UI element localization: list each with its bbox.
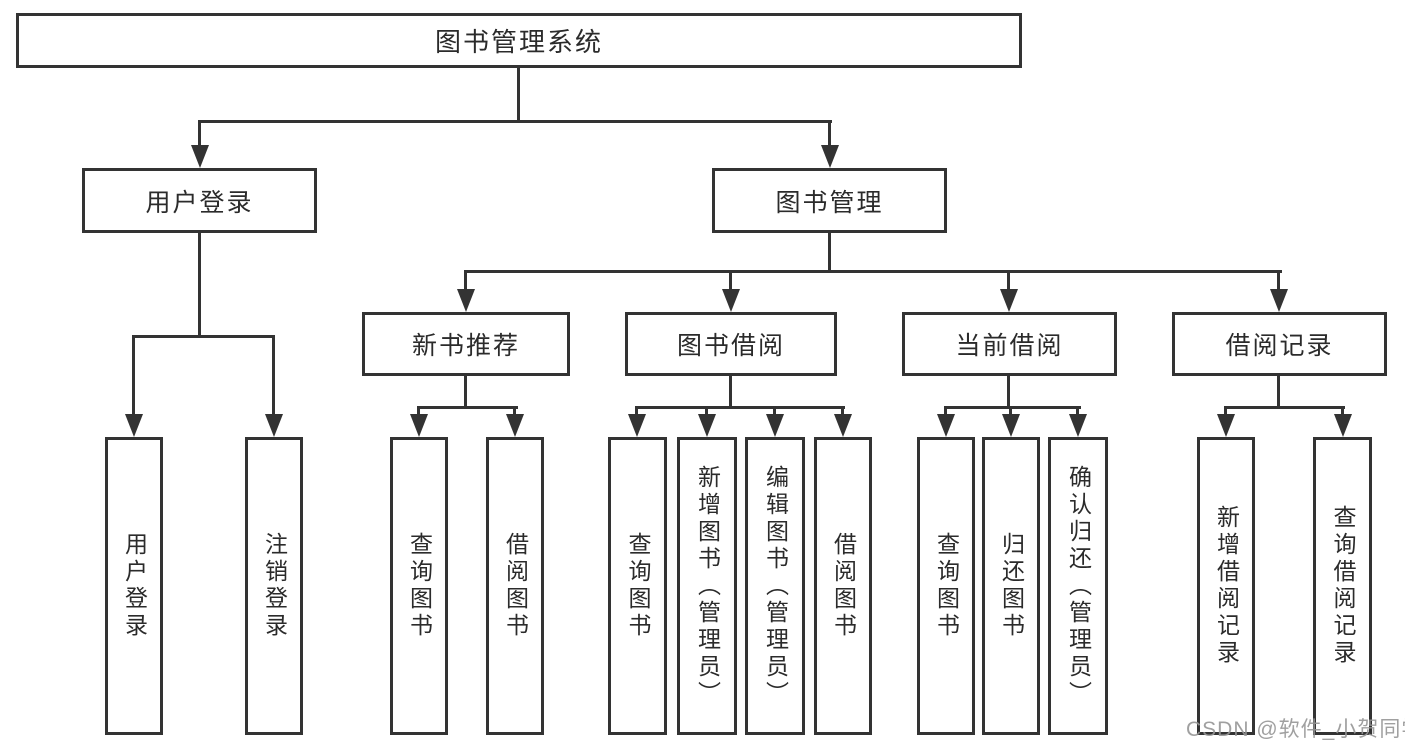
connector-recommend-rail (417, 406, 518, 409)
leaf-query-books-recommend: 查询图书 (390, 437, 448, 735)
leaf-borrow-books-borrow: 借阅图书 (814, 437, 872, 735)
connector-currentborrow-rail (944, 406, 1081, 409)
arrow-down (698, 414, 716, 437)
node-label: 图书借阅 (676, 332, 785, 360)
connector-drop (841, 406, 844, 416)
connector-drop (1224, 406, 1227, 416)
node-label: 新书推荐 (411, 332, 520, 360)
connector-drop-user-login (198, 120, 201, 148)
leaf-add-book-admin: 新增图书（管理员） (677, 437, 737, 735)
leaf-query-borrow-record: 查询借阅记录 (1313, 437, 1372, 735)
arrow-down (1334, 414, 1352, 437)
leaf-borrow-books-recommend: 借阅图书 (486, 437, 544, 735)
leaf-label: 用户登录 (121, 532, 148, 640)
watermark-text: CSDN @软件_小贺同学 (1186, 718, 1405, 741)
connector-userlogin-rail (132, 335, 275, 338)
arrow-down (506, 414, 524, 437)
connector-drop-leaf-user-login (132, 335, 135, 417)
connector-records-rail (1224, 406, 1345, 409)
connector-root-stem (517, 68, 520, 120)
arrow-down (457, 289, 475, 312)
connector-drop (513, 406, 516, 416)
arrow-down (1000, 289, 1018, 312)
leaf-label: 确认归还（管理员） (1065, 464, 1092, 708)
node-label: 图书管理系统 (434, 27, 603, 57)
connector-drop (1009, 406, 1012, 416)
leaf-label: 查询借阅记录 (1330, 505, 1356, 667)
connector-drop (1341, 406, 1344, 416)
leaf-label: 归还图书 (998, 532, 1025, 640)
leaf-edit-book-admin: 编辑图书（管理员） (745, 437, 805, 735)
connector-drop-book-management (828, 120, 831, 148)
leaf-label: 编辑图书（管理员） (762, 464, 789, 708)
node-new-book-recommend: 新书推荐 (362, 312, 570, 376)
node-book-borrow: 图书借阅 (625, 312, 837, 376)
connector-recommend-stem (464, 376, 467, 406)
connector-records-stem (1277, 376, 1280, 406)
arrow-down (1270, 289, 1288, 312)
arrow-down (191, 145, 209, 168)
leaf-query-books-current: 查询图书 (917, 437, 975, 735)
arrow-down (1002, 414, 1020, 437)
connector-drop (1076, 406, 1079, 416)
leaf-logout: 注销登录 (245, 437, 303, 735)
connector-drop-book-borrow (729, 270, 732, 292)
arrow-down (834, 414, 852, 437)
connector-drop-current-borrow (1007, 270, 1010, 292)
leaf-label: 借阅图书 (502, 532, 529, 640)
connector-drop (705, 406, 708, 416)
connector-drop (773, 406, 776, 416)
leaf-add-borrow-record: 新增借阅记录 (1197, 437, 1255, 735)
leaf-label: 查询图书 (625, 532, 651, 640)
leaf-confirm-return-admin: 确认归还（管理员） (1048, 437, 1108, 735)
connector-drop-borrow-records (1277, 270, 1280, 292)
node-label: 借阅记录 (1225, 332, 1334, 360)
connector-drop-new-book-recommend (464, 270, 467, 292)
arrow-down (265, 414, 283, 437)
connector-bookmgmt-rail (464, 270, 1282, 273)
arrow-down (1069, 414, 1087, 437)
node-book-management: 图书管理 (712, 168, 947, 233)
arrow-down (628, 414, 646, 437)
connector-drop (417, 406, 420, 416)
leaf-label: 借阅图书 (830, 532, 857, 640)
arrow-down (937, 414, 955, 437)
node-current-borrow: 当前借阅 (902, 312, 1117, 376)
node-label: 图书管理 (775, 188, 884, 217)
node-label: 用户登录 (145, 188, 254, 217)
arrow-down (722, 289, 740, 312)
leaf-label: 新增图书（管理员） (694, 464, 721, 708)
arrow-down (125, 414, 143, 437)
node-borrow-records: 借阅记录 (1172, 312, 1387, 376)
connector-userlogin-stem (198, 233, 201, 335)
leaf-label: 查询图书 (933, 532, 960, 640)
leaf-label: 注销登录 (261, 532, 288, 640)
connector-currentborrow-stem (1007, 376, 1010, 406)
node-user-login: 用户登录 (82, 168, 317, 233)
leaf-return-books: 归还图书 (982, 437, 1040, 735)
arrow-down (1217, 414, 1235, 437)
node-label: 当前借阅 (955, 332, 1064, 360)
connector-bookmgmt-stem (828, 233, 831, 273)
connector-drop (635, 406, 638, 416)
leaf-query-books-borrow: 查询图书 (608, 437, 667, 735)
arrow-down (821, 145, 839, 168)
connector-root-rail (198, 120, 832, 123)
arrow-down (410, 414, 428, 437)
leaf-user-login: 用户登录 (105, 437, 163, 735)
connector-drop-leaf-logout (272, 335, 275, 417)
leaf-label: 查询图书 (406, 532, 433, 640)
leaf-label: 新增借阅记录 (1213, 505, 1240, 667)
connector-drop (944, 406, 947, 416)
node-root-book-management-system: 图书管理系统 (16, 13, 1022, 68)
arrow-down (766, 414, 784, 437)
connector-bookborrow-rail (635, 406, 845, 409)
connector-bookborrow-stem (729, 376, 732, 406)
